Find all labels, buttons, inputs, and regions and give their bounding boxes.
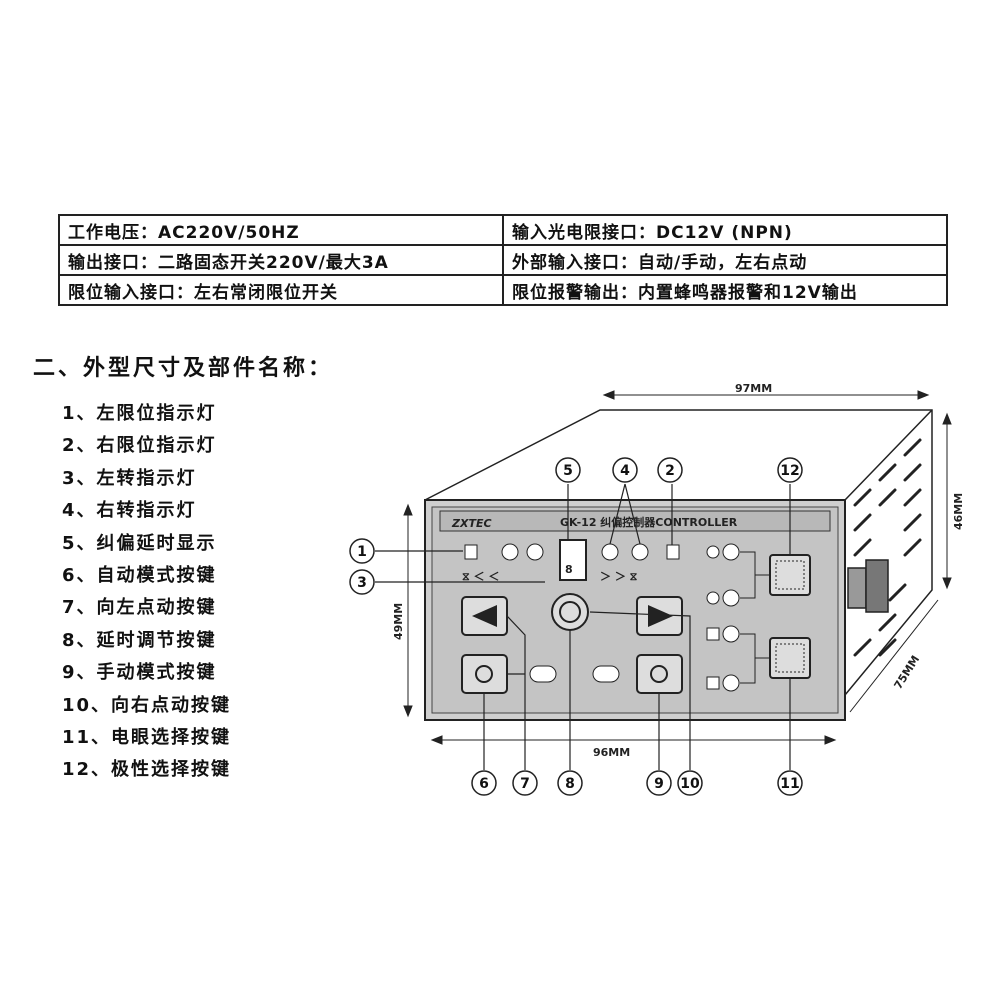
- dim-top: 97MM: [735, 382, 772, 395]
- dim-bottom: 96MM: [593, 746, 630, 759]
- callout-8: 8: [565, 776, 575, 792]
- eye-led-1: [706, 545, 720, 559]
- right-arrows-icon: ＞ ＞ ⧖: [600, 570, 638, 583]
- dim-right: 46MM: [952, 493, 965, 530]
- right-limit-led: [666, 544, 680, 560]
- part-item: 2、右限位指示灯: [62, 435, 217, 457]
- polarity-led-1: [706, 627, 720, 641]
- part-item: 12、极性选择按键: [62, 759, 232, 781]
- auto-mode-button[interactable]: [461, 654, 508, 694]
- part-item: 1、左限位指示灯: [62, 403, 217, 424]
- callout-6: 6: [479, 776, 489, 792]
- spec-row: 工作电压：AC220V/50HZ 输入光电限接口：DC12V (NPN): [58, 214, 948, 246]
- spec-row: 限位输入接口：左右常闭限位开关 限位报警输出：内置蜂鸣器报警和12V输出: [58, 274, 948, 306]
- right-arrow-icon: [648, 605, 673, 627]
- callout-10: 10: [680, 776, 700, 792]
- part-item: 3、左转指示灯: [62, 467, 197, 489]
- spec-table: 工作电压：AC220V/50HZ 输入光电限接口：DC12V (NPN) 输出接…: [58, 214, 948, 306]
- spec-cell: 输出接口：二路固态开关220V/最大3A: [58, 244, 504, 276]
- right-turn-led: [601, 543, 619, 561]
- dimension-lines: [403, 390, 952, 745]
- spec-cell: 输入光电限接口：DC12V (NPN): [502, 214, 948, 246]
- polarity-led-2: [706, 676, 720, 690]
- leader-lines: [375, 483, 791, 770]
- spec-cell: 限位输入接口：左右常闭限位开关: [58, 274, 504, 306]
- polarity-led-2b: [722, 674, 740, 692]
- spec-cell: 限位报警输出：内置蜂鸣器报警和12V输出: [502, 274, 948, 306]
- left-arrow-icon: [472, 605, 497, 627]
- left-turn-led: [501, 543, 519, 561]
- brand-logo: ZXTEC: [451, 517, 492, 530]
- manual-mode-button[interactable]: [636, 654, 683, 694]
- section-title: 二、外型尺寸及部件名称：: [33, 356, 334, 381]
- part-item: 10、向右点动按键: [62, 694, 232, 716]
- callout-12: 12: [780, 463, 799, 479]
- part-item: 7、向左点动按键: [62, 597, 217, 619]
- part-item: 4、右转指示灯: [62, 500, 197, 522]
- part-item: 6、自动模式按键: [62, 564, 217, 586]
- polarity-led-1b: [722, 625, 740, 643]
- clock-icon: [559, 601, 581, 623]
- model-label: GK-12 纠偏控制器CONTROLLER: [560, 515, 738, 529]
- side-vents: [853, 438, 922, 657]
- part-item: 9、手动模式按键: [62, 662, 217, 684]
- display-digit: 8: [565, 563, 573, 576]
- callout-3: 3: [357, 575, 367, 591]
- eye-led-2b: [722, 589, 740, 607]
- eye-led-2: [706, 591, 720, 605]
- hand-icon: [650, 665, 668, 683]
- part-item: 5、纠偏延时显示: [62, 532, 217, 554]
- left-turn-led-2: [526, 543, 544, 561]
- part-item: 8、延时调节按键: [62, 629, 217, 651]
- part-item: 11、电眼选择按键: [62, 726, 232, 748]
- eye-led-1b: [722, 543, 740, 561]
- panel-header: [439, 510, 831, 532]
- callout-circles: [349, 457, 803, 796]
- auto-icon: [475, 665, 493, 683]
- right-turn-led-2: [631, 543, 649, 561]
- callout-9: 9: [654, 776, 664, 792]
- spec-row: 输出接口：二路固态开关220V/最大3A 外部输入接口：自动/手动，左右点动: [58, 244, 948, 276]
- manual-led: [592, 665, 620, 683]
- parts-list: 1、左限位指示灯 2、右限位指示灯 3、左转指示灯 4、右转指示灯 5、纠偏延时…: [62, 398, 231, 787]
- callout-5: 5: [563, 463, 573, 479]
- rear-connector: [847, 559, 889, 613]
- delay-adjust-button[interactable]: [551, 593, 589, 631]
- left-arrows-icon: ⧖ ＜ ＜: [462, 570, 499, 583]
- spec-cell: 外部输入接口：自动/手动，左右点动: [502, 244, 948, 276]
- auto-led: [529, 665, 557, 683]
- delay-display: [559, 539, 587, 581]
- spec-cell: 工作电压：AC220V/50HZ: [58, 214, 504, 246]
- callout-4: 4: [620, 463, 630, 479]
- left-limit-led: [464, 544, 478, 560]
- callout-1: 1: [357, 544, 367, 560]
- callout-11: 11: [780, 776, 799, 792]
- callout-7: 7: [520, 776, 530, 792]
- dim-left: 49MM: [392, 603, 405, 640]
- controller-drawing: ZXTEC GK-12 纠偏控制器CONTROLLER ⧖ ＜ ＜ 8 ＞ ＞ …: [349, 382, 965, 796]
- dim-depth: 75MM: [892, 653, 923, 691]
- callout-2: 2: [665, 463, 675, 479]
